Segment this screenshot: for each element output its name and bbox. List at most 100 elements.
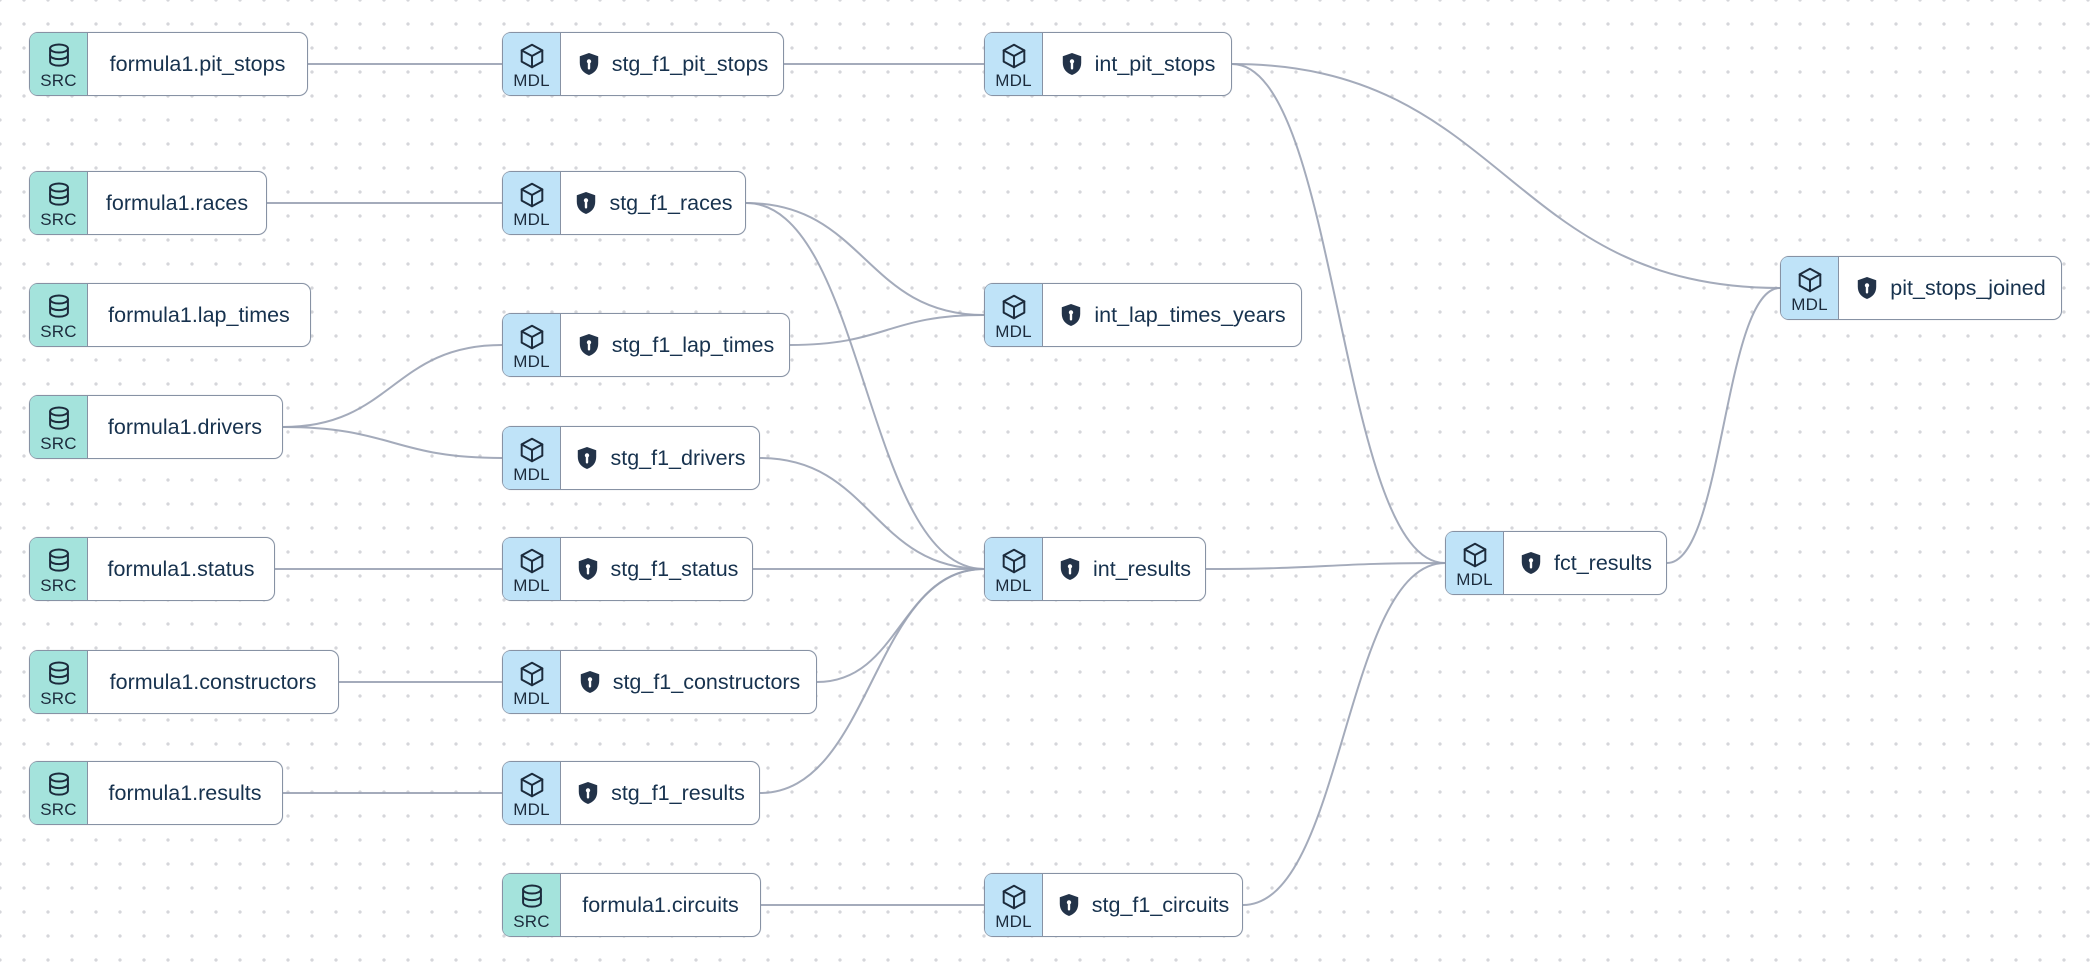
database-icon [48, 182, 69, 206]
node-body: formula1.races [88, 172, 266, 234]
lineage-edge-int_results--fct_results [1205, 562, 1446, 570]
shield-icon [576, 332, 602, 358]
shield-icon [580, 670, 599, 694]
node-body: fct_results [1504, 532, 1666, 594]
shield-icon [578, 557, 597, 581]
node-label: formula1.status [107, 556, 255, 581]
shield-icon [578, 781, 598, 805]
lineage-node-formula1.lap_times[interactable]: SRC formula1.lap_times [29, 283, 311, 347]
source-badge: SRC [30, 538, 88, 600]
shield-icon [577, 191, 596, 215]
database-icon [48, 294, 69, 318]
node-body: stg_f1_races [561, 172, 745, 234]
node-label: formula1.races [105, 190, 249, 215]
database-icon [521, 884, 542, 908]
database-icon [48, 548, 69, 572]
shield-icon [579, 333, 598, 357]
node-body: stg_f1_drivers [561, 427, 759, 489]
node-body: int_results [1043, 538, 1205, 600]
node-label: formula1.drivers [107, 414, 263, 439]
cube-icon [1798, 267, 1821, 293]
lineage-edge-stg_f1_results--int_results [759, 568, 985, 794]
cube-icon [1002, 43, 1025, 69]
node-body: formula1.lap_times [88, 284, 310, 346]
lineage-node-stg_f1_pit_stops[interactable]: MDL stg_f1_pit_stops [502, 32, 784, 96]
lineage-node-int_results[interactable]: MDL int_results [984, 537, 1206, 601]
badge-label: MDL [513, 210, 550, 229]
model-badge: MDL [503, 427, 561, 489]
node-label: stg_f1_status [610, 556, 739, 581]
node-body: stg_f1_constructors [561, 651, 816, 713]
cube-icon [520, 548, 543, 574]
badge-label: MDL [995, 576, 1032, 595]
lineage-node-stg_f1_constructors[interactable]: MDL stg_f1_constructors [502, 650, 817, 714]
lineage-node-stg_f1_lap_times[interactable]: MDL stg_f1_lap_times [502, 313, 790, 377]
node-body: formula1.constructors [88, 651, 338, 713]
cube-icon [1002, 548, 1025, 574]
badge-label: MDL [1791, 295, 1828, 314]
lineage-node-formula1.races[interactable]: SRC formula1.races [29, 171, 267, 235]
model-badge: MDL [503, 538, 561, 600]
node-label: fct_results [1554, 550, 1652, 575]
shield-icon [577, 669, 603, 695]
node-body: stg_f1_circuits [1043, 874, 1242, 936]
database-icon [48, 661, 69, 685]
shield-icon [576, 51, 602, 77]
shield-icon [1059, 893, 1078, 917]
lineage-node-formula1.status[interactable]: SRC formula1.status [29, 537, 275, 601]
source-badge: SRC [30, 284, 88, 346]
model-badge: MDL [503, 314, 561, 376]
shield-icon [1058, 302, 1084, 328]
shield-icon [1062, 303, 1081, 327]
node-label: formula1.circuits [582, 892, 739, 917]
model-badge: MDL [985, 538, 1043, 600]
cube-icon [520, 661, 543, 687]
lineage-node-stg_f1_drivers[interactable]: MDL stg_f1_drivers [502, 426, 760, 490]
node-body: formula1.drivers [88, 396, 282, 458]
node-label: stg_f1_lap_times [611, 332, 775, 357]
node-label: int_pit_stops [1094, 51, 1216, 76]
lineage-node-stg_f1_circuits[interactable]: MDL stg_f1_circuits [984, 873, 1243, 937]
badge-label: MDL [513, 465, 550, 484]
shield-icon [1854, 275, 1880, 301]
node-body: stg_f1_lap_times [561, 314, 789, 376]
lineage-node-stg_f1_status[interactable]: MDL stg_f1_status [502, 537, 753, 601]
node-label: stg_f1_pit_stops [611, 51, 769, 76]
node-label: formula1.lap_times [108, 302, 290, 327]
shield-icon [1858, 276, 1877, 300]
shield-icon [575, 780, 601, 806]
node-body: int_pit_stops [1043, 33, 1231, 95]
node-label: stg_f1_circuits [1091, 892, 1230, 917]
source-badge: SRC [30, 762, 88, 824]
lineage-node-stg_f1_races[interactable]: MDL stg_f1_races [502, 171, 746, 235]
source-badge: SRC [30, 172, 88, 234]
node-label: stg_f1_results [611, 780, 745, 805]
lineage-edge-stg_f1_constructors--int_results [816, 568, 985, 683]
badge-label: MDL [513, 689, 550, 708]
badge-label: MDL [513, 71, 550, 90]
database-icon [48, 772, 69, 796]
model-badge: MDL [503, 651, 561, 713]
shield-icon [1518, 550, 1544, 576]
model-badge: MDL [503, 172, 561, 234]
model-badge: MDL [985, 874, 1043, 936]
lineage-edge-formula1.drivers--stg_f1_drivers [282, 426, 503, 459]
node-body: stg_f1_pit_stops [561, 33, 783, 95]
node-label: int_results [1093, 556, 1191, 581]
lineage-edge-int_pit_stops--fct_results [1231, 63, 1446, 564]
shield-icon [1062, 52, 1081, 76]
shield-icon [574, 445, 600, 471]
database-icon [48, 406, 69, 430]
